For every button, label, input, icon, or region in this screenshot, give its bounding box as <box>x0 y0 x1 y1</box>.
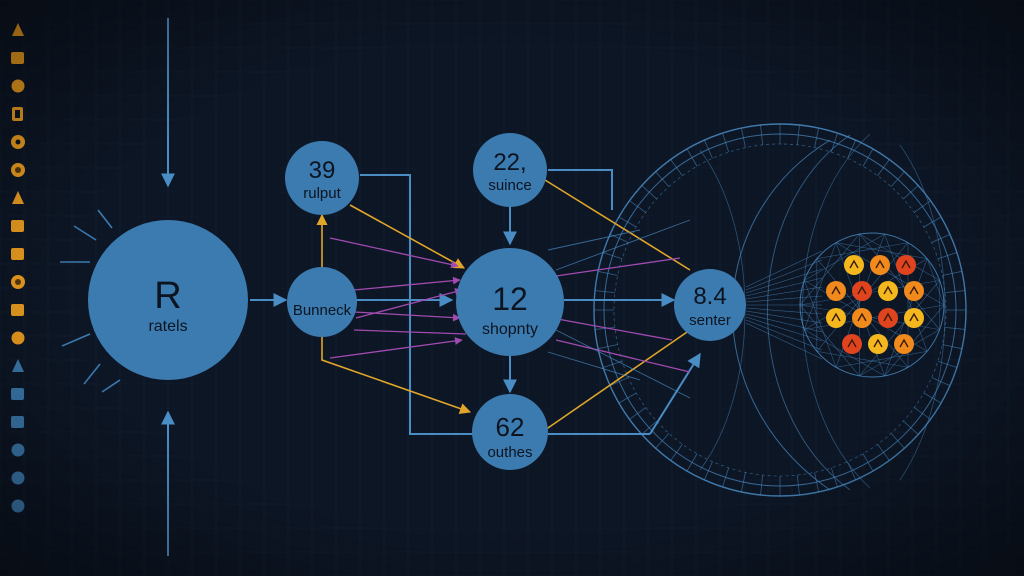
ring-icon <box>11 275 25 289</box>
node-bunneck[interactable]: Bunneck <box>287 267 357 337</box>
node-12-value: 12 <box>492 281 528 317</box>
node-r[interactable]: R ratels <box>88 220 248 380</box>
core-node <box>844 255 864 275</box>
circle-icon <box>11 499 25 513</box>
node-62-label: outhes <box>487 444 532 461</box>
sidebar-icon-strip <box>11 23 25 513</box>
node-84[interactable]: 8.4 senter <box>674 269 746 341</box>
square-icon <box>11 388 24 400</box>
core-node <box>868 334 888 354</box>
node-12-label: shopnty <box>482 321 538 338</box>
edge-39-12-yellow <box>349 204 465 269</box>
core-cluster <box>826 255 924 354</box>
edge-22-ring <box>548 169 613 210</box>
node-22-label: suince <box>488 177 531 194</box>
node-39[interactable]: 39 rulput <box>285 141 359 215</box>
circle-icon <box>11 471 25 485</box>
edge-ring-84 <box>649 352 701 435</box>
triangle-icon <box>12 23 24 36</box>
core-node <box>852 281 872 301</box>
core-node <box>896 255 916 275</box>
ring-icon <box>11 163 25 177</box>
edge-bunneck-62 <box>321 336 472 414</box>
node-84-label: senter <box>689 312 731 329</box>
node-r-label: ratels <box>148 318 187 335</box>
square-icon <box>11 220 24 232</box>
node-12[interactable]: 12 shopnty <box>456 248 564 356</box>
node-22-value: 22, <box>493 149 526 176</box>
node-62-value: 62 <box>496 412 525 442</box>
node-r-value: R <box>154 275 181 317</box>
core-node <box>842 334 862 354</box>
square-icon <box>11 416 24 428</box>
gear-icon <box>11 135 25 149</box>
core-node <box>878 281 898 301</box>
triangle-icon <box>12 191 24 204</box>
circle-icon <box>11 443 25 457</box>
core-node <box>852 308 872 328</box>
core-node <box>870 255 890 275</box>
node-22[interactable]: 22, suince <box>473 133 547 207</box>
filament-lines <box>547 219 691 399</box>
square-icon <box>11 52 24 64</box>
node-39-label: rulput <box>303 185 341 202</box>
core-node <box>904 308 924 328</box>
core-node <box>894 334 914 354</box>
node-39-value: 39 <box>309 157 336 184</box>
node-bunneck-label: Bunneck <box>293 302 352 319</box>
square-icon <box>11 248 24 260</box>
triangle-icon <box>12 359 24 372</box>
circle-icon <box>11 331 25 345</box>
bracket-icon <box>12 107 23 121</box>
node-62[interactable]: 62 outhes <box>472 394 548 470</box>
core-node <box>878 308 898 328</box>
square-icon <box>11 304 24 316</box>
core-node <box>904 281 924 301</box>
core-node <box>826 308 846 328</box>
core-node <box>826 281 846 301</box>
edge-22-84-yellow <box>544 179 691 271</box>
circle-icon <box>11 79 25 93</box>
node-84-value: 8.4 <box>693 283 726 310</box>
